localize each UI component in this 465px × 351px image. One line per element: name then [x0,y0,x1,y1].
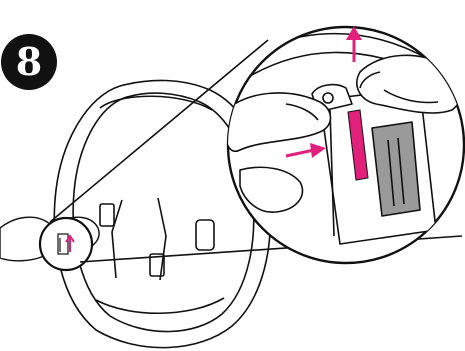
step-badge: 8 [2,35,56,89]
step-number: 8 [16,43,42,81]
